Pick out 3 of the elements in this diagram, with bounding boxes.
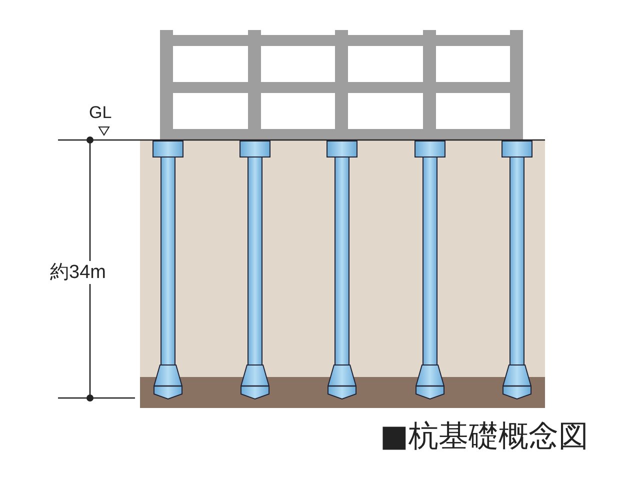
depth-label: 約34m: [50, 261, 106, 284]
ground-level-label: GL: [89, 104, 112, 121]
caption: ■杭基礎概念図: [380, 420, 588, 453]
